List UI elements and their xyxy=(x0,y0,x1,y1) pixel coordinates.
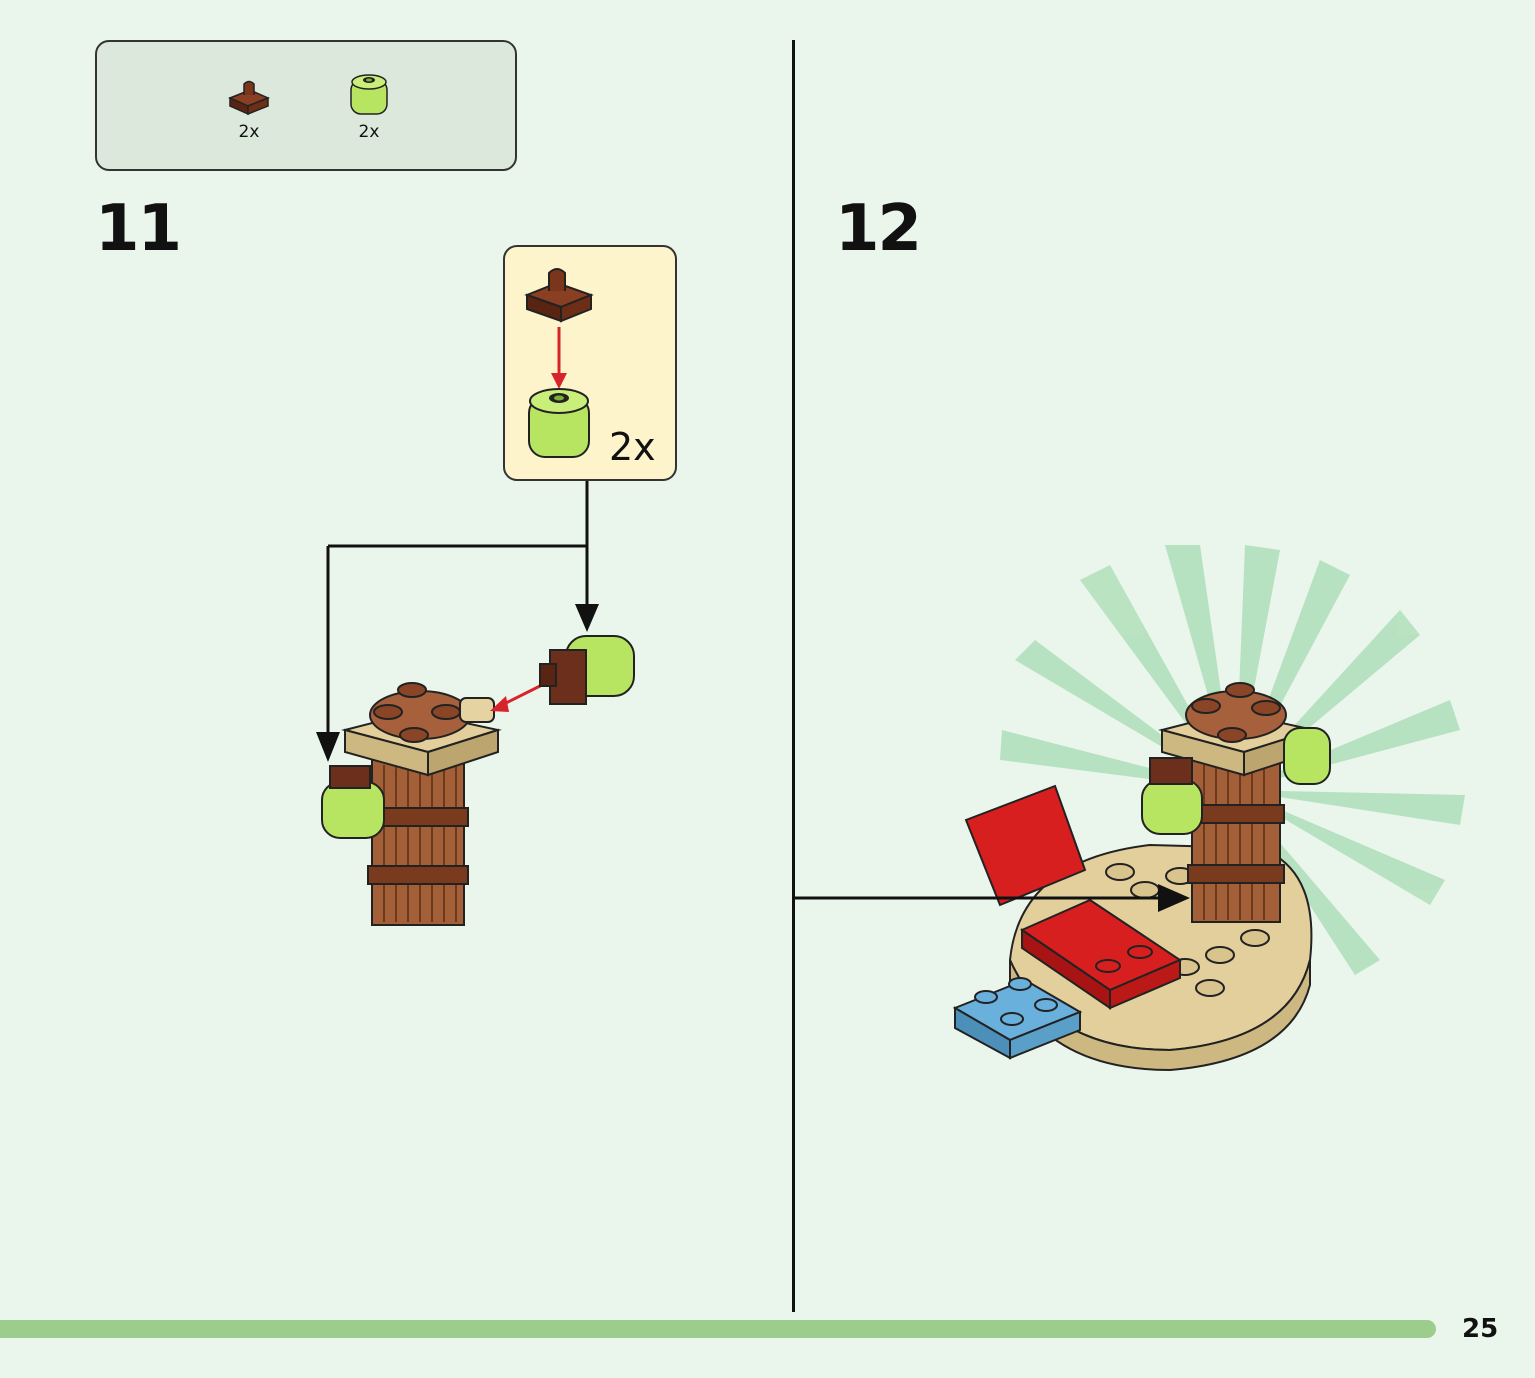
parts-list-box: 2x 2x xyxy=(95,40,517,171)
step11-tree-trunk xyxy=(321,682,502,926)
step-divider xyxy=(792,40,795,1312)
step-number-12: 12 xyxy=(835,192,922,266)
page-number: 25 xyxy=(1462,1314,1499,1344)
lime-round-brick-icon xyxy=(528,388,590,458)
parts-list-quantity: 2x xyxy=(238,122,260,142)
subassembly-callout: 2x xyxy=(503,245,677,481)
step-number-11: 11 xyxy=(95,192,182,266)
step11-placement-arrows xyxy=(316,481,599,762)
parts-list-quantity: 2x xyxy=(358,122,380,142)
step12-model xyxy=(952,682,1331,1072)
lime-round-brick-icon xyxy=(350,74,388,115)
progress-bar xyxy=(0,1320,1436,1338)
parts-list-item-round-brick: 2x xyxy=(339,72,399,142)
brown-clip-plate-icon xyxy=(228,80,270,116)
brown-clip-plate-icon xyxy=(524,268,594,323)
subassembly-quantity: 2x xyxy=(609,425,656,469)
parts-list-item-clip: 2x xyxy=(219,76,279,142)
subassembly-illustration xyxy=(524,268,594,458)
step11-lantern-subassembly xyxy=(539,635,635,705)
